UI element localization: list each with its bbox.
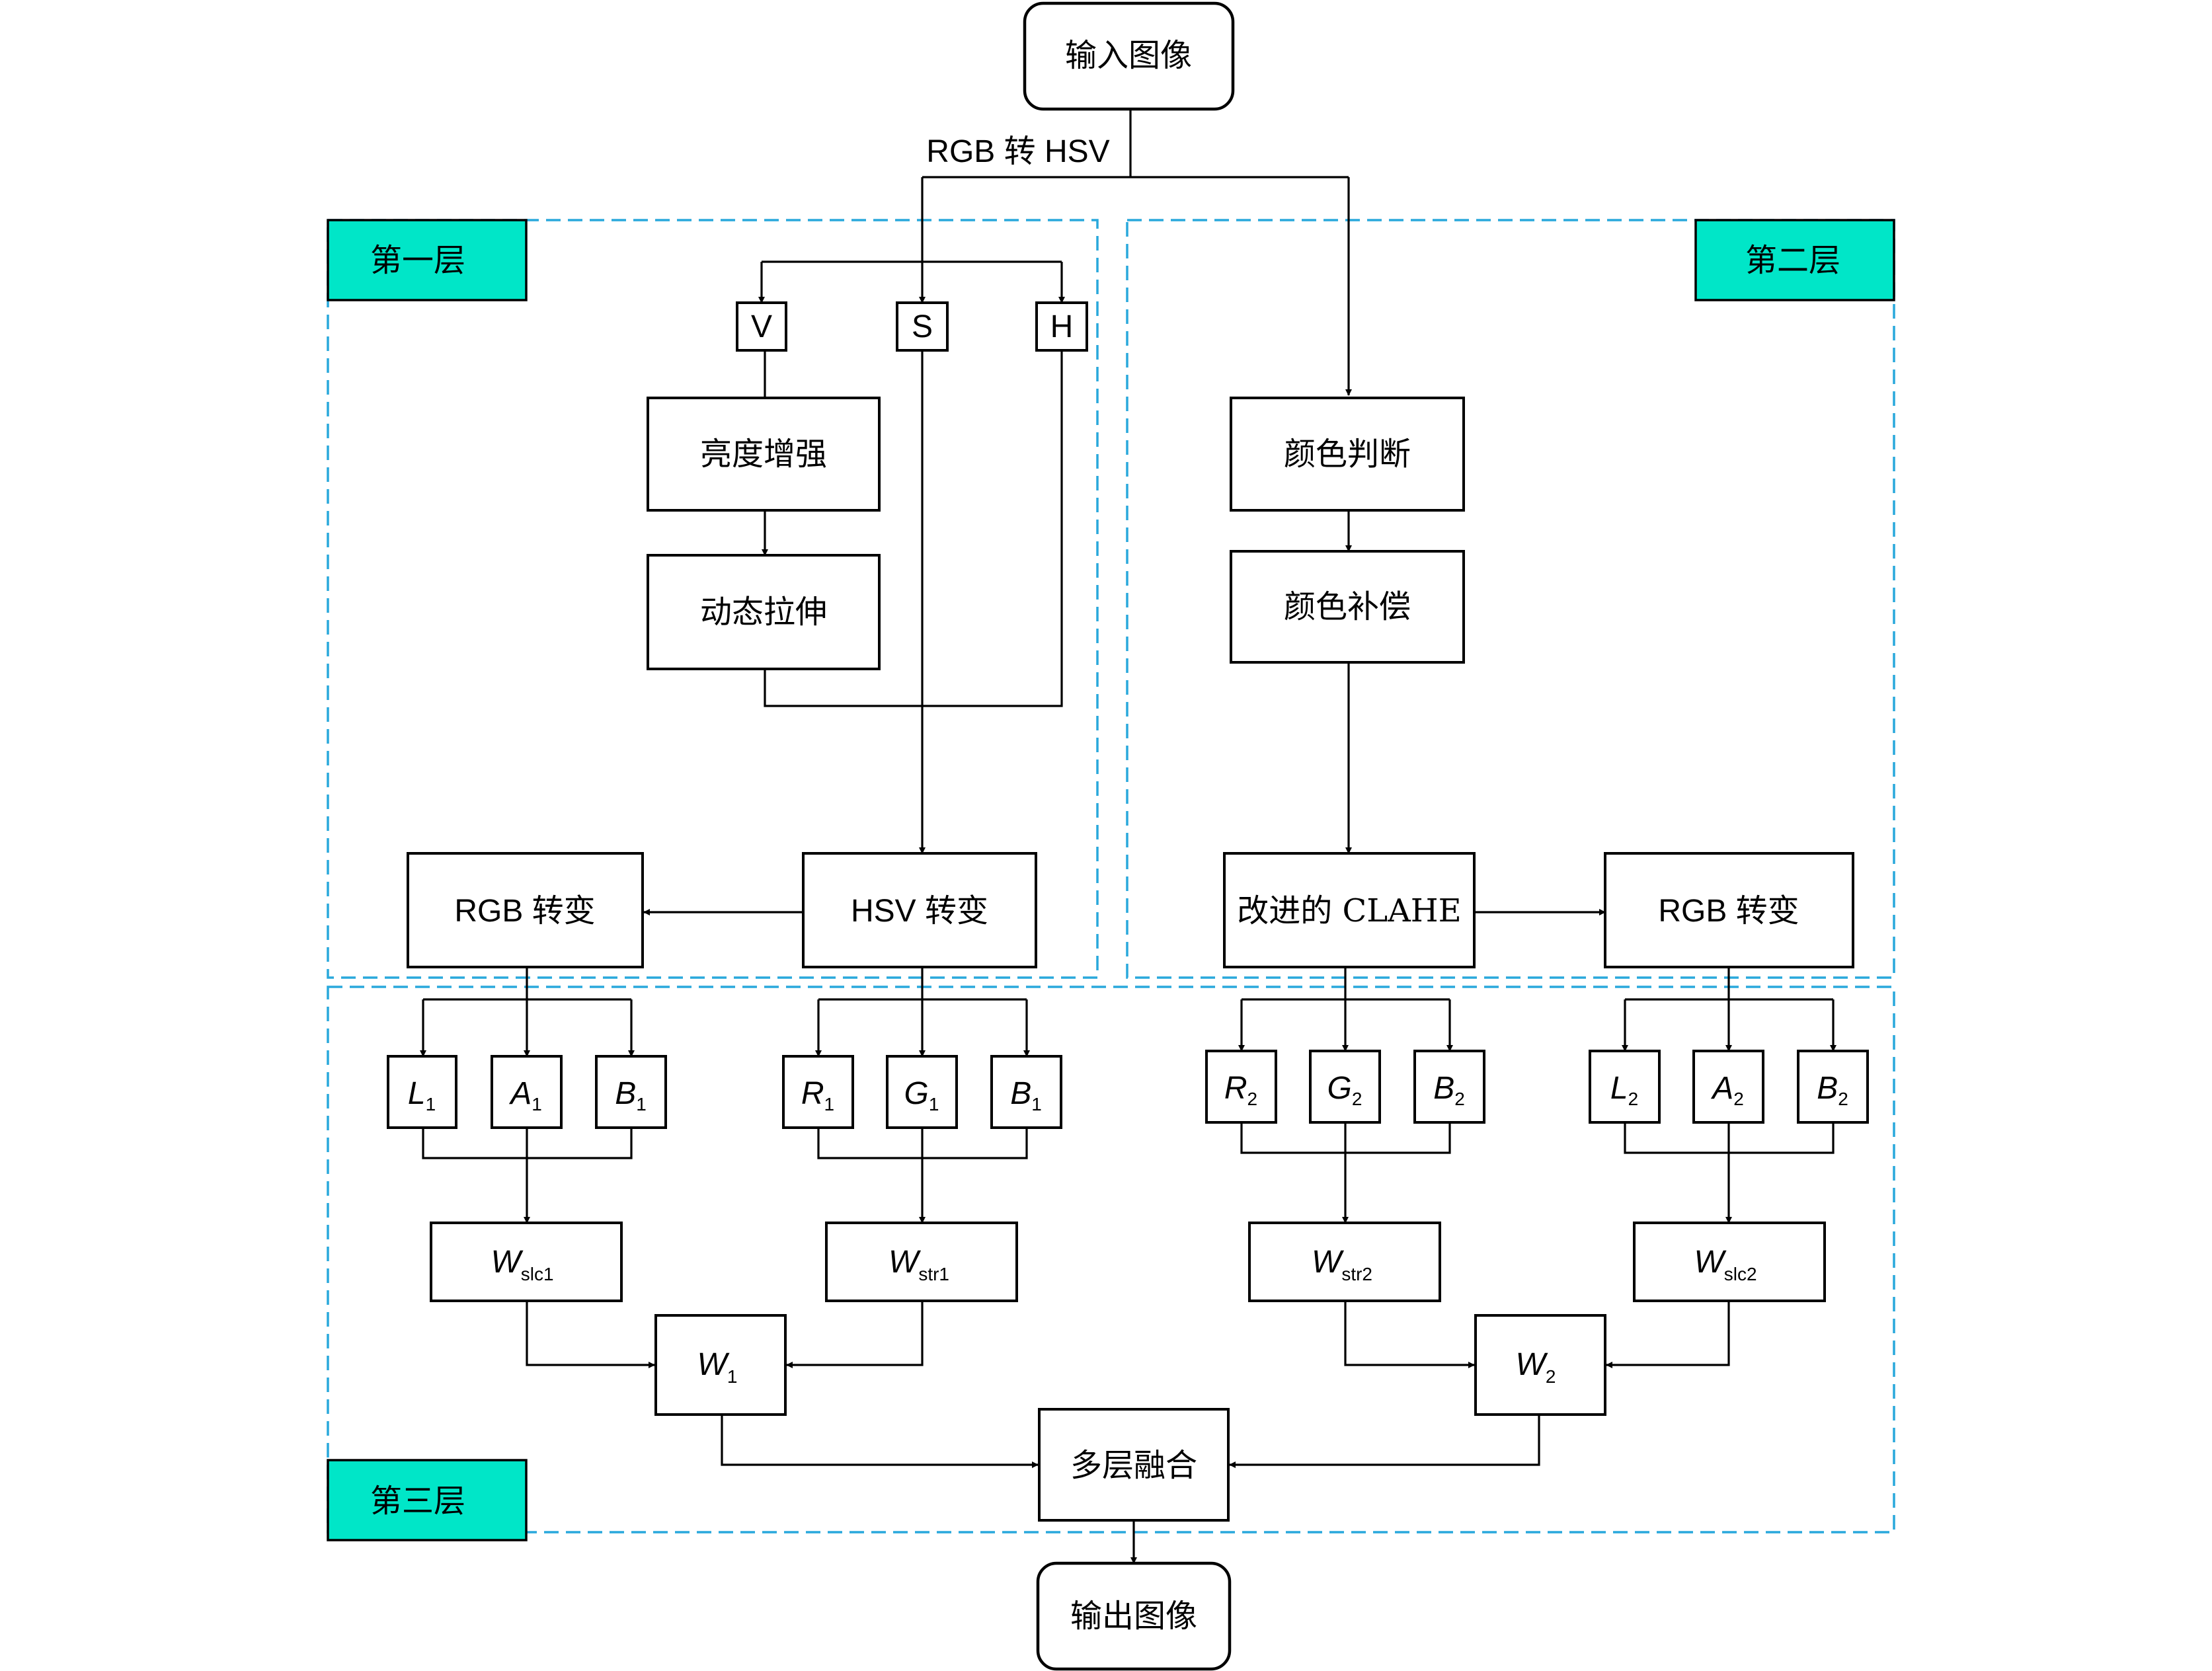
brightness-enhance-label: 亮度增强 [700,436,827,473]
w2-node: W2 [1474,1314,1606,1416]
rgb1-r-label: R1 [801,1076,834,1114]
lab1-l-node: L1 [387,1055,457,1129]
input-image-node: 输入图像 [1023,1,1235,111]
color-judge-node: 颜色判断 [1230,397,1465,512]
brightness-enhance-node: 亮度增强 [647,397,881,512]
lab2-a-label: A2 [1710,1071,1744,1109]
dynamic-stretch-node: 动态拉伸 [647,554,881,670]
lab1-a-node: A1 [491,1055,563,1129]
lab1-b-label: B1 [615,1076,647,1114]
layer3-tag-label: 第三层 [370,1483,465,1520]
w-slc1-label: Wslc1 [491,1245,553,1284]
w1-node: W1 [654,1314,787,1416]
rgb-transform-2-node: RGB 转变 [1604,852,1854,968]
rgb-transform-2-label: RGB 转变 [1658,894,1799,929]
w-slc2-label: Wslc2 [1694,1245,1757,1284]
color-judge-label: 颜色判断 [1284,436,1411,473]
channel-h-node: H [1035,301,1088,352]
rgb2-g-node: G2 [1309,1050,1381,1124]
channel-s-node: S [896,301,949,352]
w-str1-label: Wstr1 [889,1245,949,1284]
rgb-transform-1-node: RGB 转变 [407,852,644,968]
multilayer-fusion-label: 多层融合 [1070,1447,1197,1484]
lab2-b-label: B2 [1817,1071,1848,1109]
w-slc1-node: Wslc1 [430,1222,623,1302]
rgb2-g-label: G2 [1327,1071,1363,1109]
dynamic-stretch-label: 动态拉伸 [700,594,827,631]
layer3-tag: 第三层 [327,1459,528,1541]
rgb2-b-label: B2 [1433,1071,1465,1109]
layer1-region [327,219,1099,979]
channel-h-label: H [1050,309,1074,344]
lab2-l-node: L2 [1589,1050,1661,1124]
lab1-l-label: L1 [408,1076,436,1114]
lab1-b-node: B1 [595,1055,667,1129]
improved-clahe-node: 改进的 CLAHE [1223,852,1476,968]
layer1-tag-label: 第一层 [370,242,465,279]
w1-label: W1 [697,1347,738,1387]
channel-v-node: V [736,301,787,352]
layer1-tag: 第一层 [327,219,528,301]
input-image-label: 输入图像 [1065,37,1192,74]
w2-label: W2 [1516,1347,1556,1387]
w-str1-node: Wstr1 [825,1222,1018,1302]
w-slc2-node: Wslc2 [1633,1222,1826,1302]
layer2-tag: 第二层 [1694,219,1895,301]
hsv-transform-node: HSV 转变 [802,852,1037,968]
output-image-label: 输出图像 [1070,1598,1197,1635]
improved-clahe-label: 改进的 CLAHE [1237,892,1461,929]
lab2-channels: L2 A2 B2 [1589,1050,1869,1124]
rgb1-r-node: R1 [782,1055,854,1129]
rgb1-b-label: B1 [1010,1076,1042,1114]
rgb-transform-1-label: RGB 转变 [454,894,595,929]
rgb1-g-node: G1 [886,1055,958,1129]
rgb2-channels: R2 G2 B2 [1205,1050,1485,1124]
lab2-a-node: A2 [1692,1050,1764,1124]
rgb2-r-node: R2 [1205,1050,1277,1124]
w-str2-label: Wstr2 [1312,1245,1372,1284]
rgb1-b-node: B1 [990,1055,1062,1129]
rgb2-b-node: B2 [1413,1050,1485,1124]
rgb-to-hsv-label: RGB 转 HSV [926,134,1109,169]
lab2-b-node: B2 [1797,1050,1869,1124]
rgb1-g-label: G1 [904,1076,939,1114]
multilayer-fusion-node: 多层融合 [1038,1408,1230,1522]
hsv-transform-label: HSV 转变 [851,894,988,929]
color-compensation-node: 颜色补偿 [1230,550,1465,664]
channel-v-label: V [751,309,772,344]
lab1-channels: L1 A1 B1 [387,1055,667,1129]
lab2-l-label: L2 [1610,1071,1638,1109]
output-image-node: 输出图像 [1036,1561,1232,1671]
rgb2-r-label: R2 [1224,1071,1257,1109]
lab1-a-label: A1 [508,1076,542,1114]
layer3-region [327,986,1895,1534]
connectors [420,109,1837,1564]
layer2-tag-label: 第二层 [1745,242,1840,279]
layer2-region [1126,219,1895,979]
color-compensation-label: 颜色补偿 [1284,588,1411,625]
rgb1-channels: R1 G1 B1 [782,1055,1062,1129]
w-str2-node: Wstr2 [1248,1222,1441,1302]
channel-s-label: S [912,309,933,344]
